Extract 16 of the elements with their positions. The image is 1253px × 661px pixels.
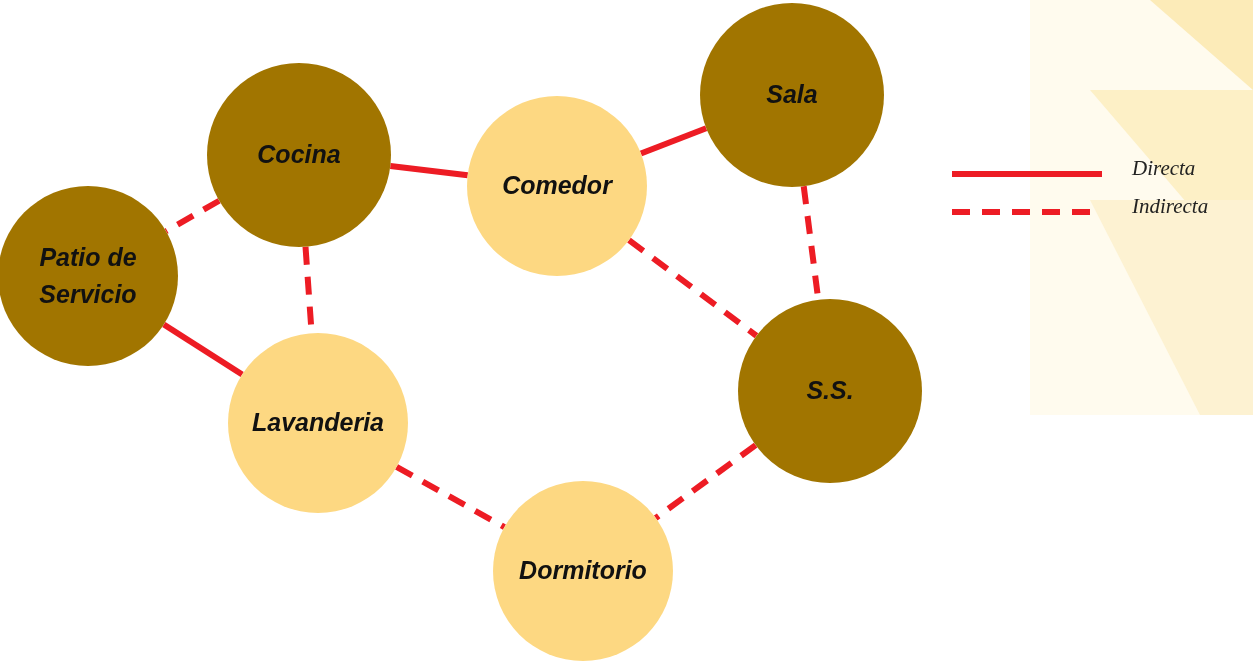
room-label: Cocina xyxy=(256,139,342,171)
connector-line xyxy=(639,125,708,157)
room-label: S.S. xyxy=(805,375,855,407)
legend-label: Directa xyxy=(1132,156,1196,181)
room-label: Comedor xyxy=(501,170,614,202)
room-label: Lavanderia xyxy=(251,407,385,439)
legend-label: Indirecta xyxy=(1132,194,1209,219)
connector-line xyxy=(653,442,758,521)
connector-line xyxy=(162,321,244,378)
connector-line xyxy=(164,198,221,234)
room-label: Dormitorio xyxy=(518,555,648,587)
connector-line xyxy=(395,464,506,530)
connector-line xyxy=(627,237,759,339)
connector-line xyxy=(390,163,468,179)
room-label: Patio de Servicio xyxy=(38,241,138,310)
room-label: Sala xyxy=(765,79,819,111)
